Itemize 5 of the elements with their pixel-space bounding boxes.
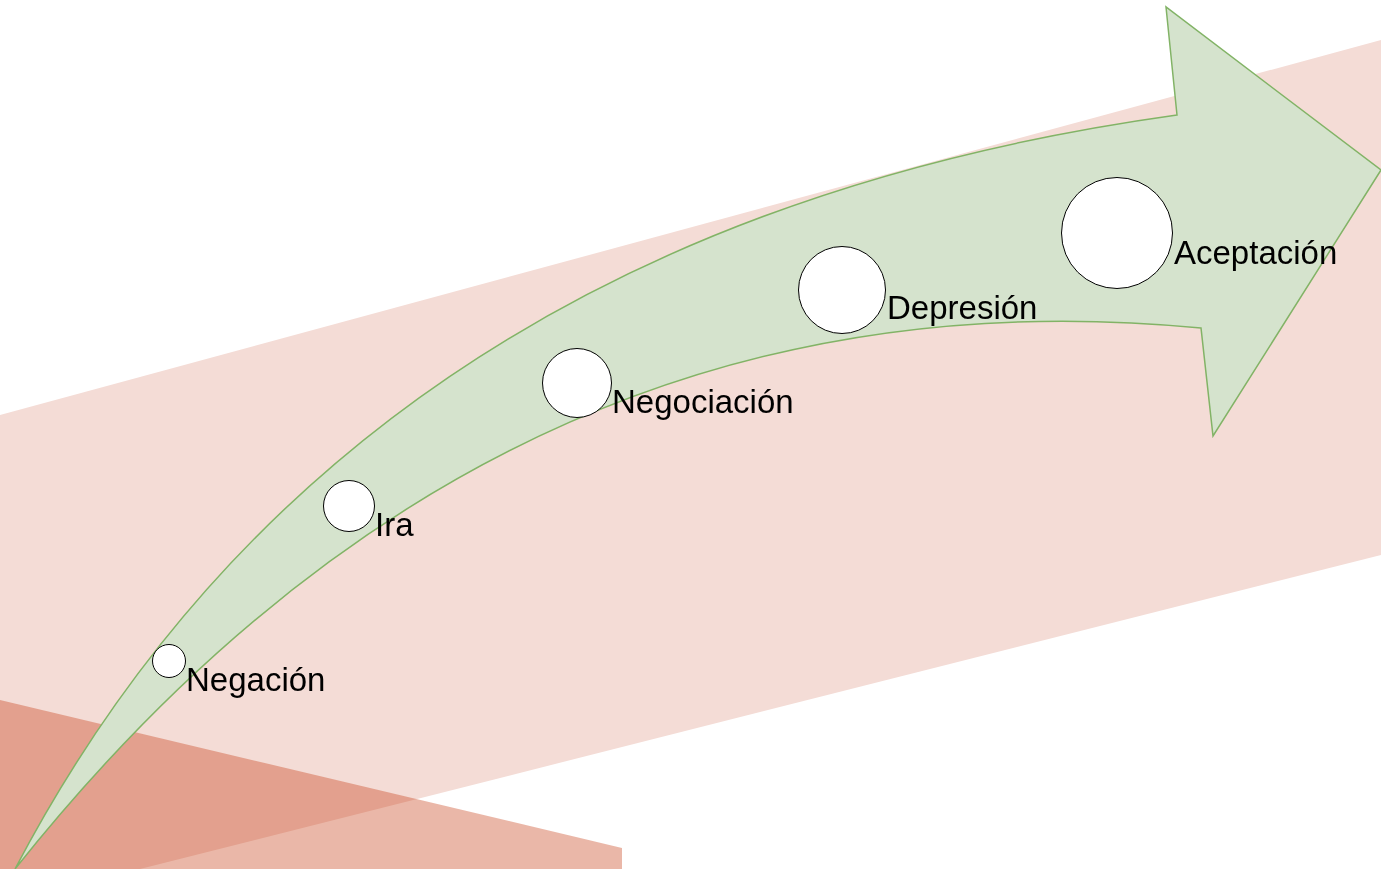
stage-label: Negociación (612, 385, 794, 418)
stage-label: Ira (375, 508, 414, 541)
stage-label: Depresión (887, 291, 1038, 324)
stage-label: Aceptación (1174, 236, 1338, 269)
stage-label: Negación (186, 663, 326, 696)
